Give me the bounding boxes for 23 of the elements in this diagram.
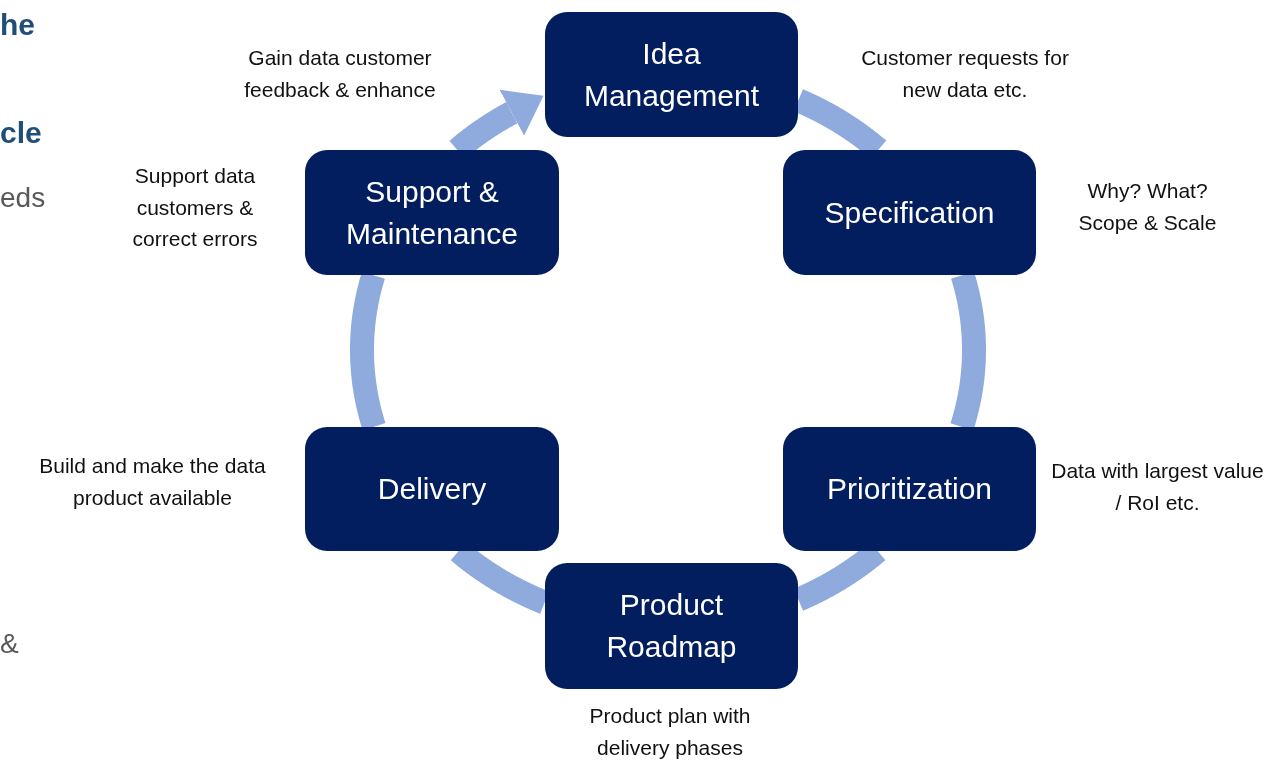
- stage-note: Data with largest value / RoI etc.: [1050, 458, 1265, 516]
- edge-label: Gain data customer feedback & enhance: [243, 45, 437, 103]
- stage-box: [783, 150, 1036, 275]
- stage-box: [305, 427, 559, 551]
- stage-box: [545, 12, 798, 137]
- stage-box: [305, 150, 559, 275]
- stage-label: Delivery: [377, 471, 487, 507]
- cut-off-text: eds: [0, 182, 46, 214]
- stage-note: Build and make the data product available: [38, 453, 267, 511]
- stage-label: Product Roadmap: [605, 587, 738, 665]
- stage-label: Idea Management: [582, 35, 761, 114]
- stage-note: Product plan with delivery phases: [588, 703, 752, 761]
- stage-label: Support & Maintenance: [345, 173, 519, 252]
- stage-note: Support data customers & correct errors: [131, 163, 259, 252]
- cut-off-text: &: [0, 628, 19, 660]
- stage-box: [545, 563, 798, 689]
- stage-note: Customer requests for new data etc.: [860, 45, 1070, 103]
- stage-label: Specification: [824, 194, 995, 231]
- stage-box: [783, 427, 1036, 551]
- stage-label: Prioritization: [826, 471, 993, 507]
- cut-off-text: he: [0, 8, 35, 42]
- cut-off-text: cle: [0, 116, 42, 150]
- stage-note: Why? What? Scope & Scale: [1077, 178, 1218, 236]
